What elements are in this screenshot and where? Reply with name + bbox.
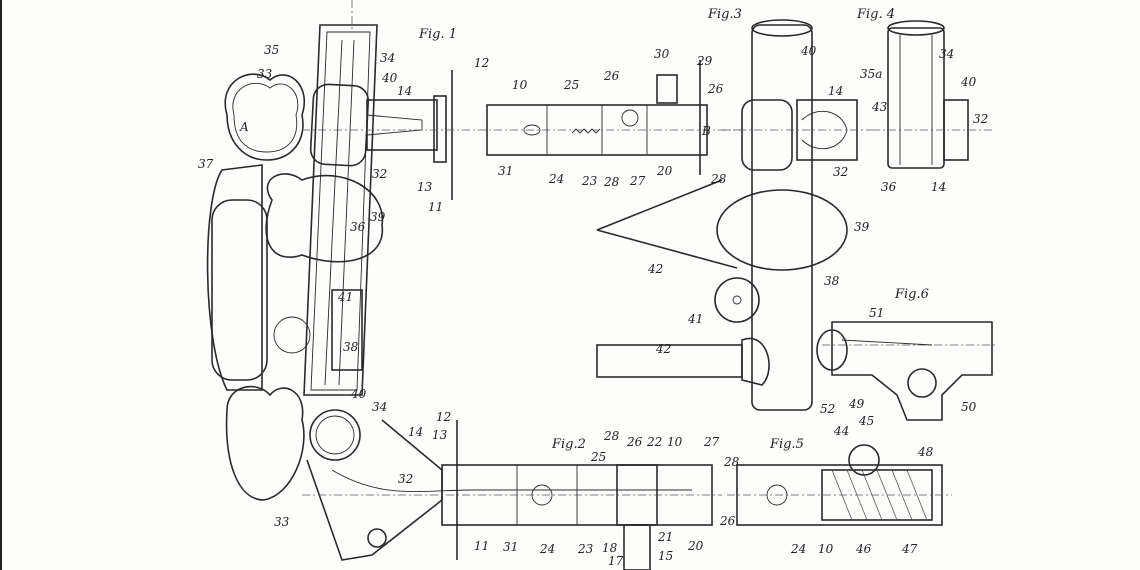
- ref-label: 23: [577, 542, 594, 556]
- ref-label: 29: [696, 54, 713, 68]
- ref-label: 35: [264, 43, 279, 57]
- ref-label: 11: [474, 539, 489, 553]
- ref-label: 50: [961, 400, 977, 414]
- ref-label: 26: [707, 82, 724, 96]
- ref-label: 24: [539, 542, 555, 556]
- ref-label: 40: [800, 44, 817, 58]
- ref-label: 25: [563, 78, 579, 92]
- ref-label: 34: [380, 51, 395, 65]
- ref-label: 13: [432, 428, 448, 442]
- ref-label: 42: [647, 262, 663, 276]
- ref-label: 35a: [860, 67, 882, 81]
- ref-label: 39: [370, 210, 386, 224]
- ref-label: 33: [257, 67, 273, 81]
- ref-label: 14: [931, 180, 946, 194]
- ref-label: 13: [417, 180, 433, 194]
- fig3-title: Fig.3: [707, 7, 742, 22]
- ref-label: B: [701, 124, 711, 138]
- ref-label: 28: [710, 172, 727, 186]
- ref-label: 28: [723, 455, 740, 469]
- ref-label: 40: [960, 75, 977, 89]
- ref-label: 39: [854, 220, 870, 234]
- ref-label: 17: [608, 554, 624, 568]
- ref-label: 20: [656, 164, 673, 178]
- fig3-reference-numerals: 40 14 32 39 42 38 41 42: [647, 44, 870, 356]
- ref-label: 38: [343, 340, 359, 354]
- ref-label: 26: [603, 69, 620, 83]
- fig4-drawing: [872, 20, 992, 169]
- ref-label: 14: [397, 84, 412, 98]
- ref-label: 18: [602, 541, 618, 555]
- ref-label: 24: [790, 542, 806, 556]
- ref-label: 12: [474, 56, 489, 70]
- ref-label: 34: [939, 47, 954, 61]
- fig4-title: Fig. 4: [856, 7, 895, 22]
- ref-label: 45: [858, 414, 874, 428]
- ref-label: 32: [372, 167, 387, 181]
- fig2-title: Fig.2: [551, 437, 586, 452]
- ref-label: 11: [428, 200, 443, 214]
- ref-label: 34: [372, 400, 387, 414]
- ref-label: 26: [719, 514, 736, 528]
- ref-label: 32: [973, 112, 988, 126]
- ref-label: 31: [503, 540, 518, 554]
- ref-label: 38: [824, 274, 840, 288]
- ref-label: 48: [917, 445, 934, 459]
- ref-label: 47: [901, 542, 918, 556]
- fig6-title: Fig.6: [894, 287, 929, 302]
- ref-label: 41: [687, 312, 703, 326]
- ref-label: 36: [350, 220, 366, 234]
- ref-label: 28: [603, 175, 620, 189]
- ref-label: 49: [848, 397, 865, 411]
- ref-label: 12: [436, 410, 451, 424]
- ref-label: 40: [381, 71, 398, 85]
- ref-label: 10: [667, 435, 683, 449]
- fig5-drawing: [727, 444, 952, 526]
- ref-label: 52: [820, 402, 835, 416]
- ref-label: 26: [626, 435, 643, 449]
- ref-label: 25: [590, 450, 606, 464]
- fig4-reference-numerals: 34 35a 40 43 32 36 14: [860, 47, 988, 194]
- ref-label: 14: [408, 425, 423, 439]
- ref-label: 32: [833, 165, 848, 179]
- fig1-drawing: [206, 0, 742, 501]
- fig6-reference-numerals: 51 52 49 50: [820, 306, 977, 416]
- ref-label: 10: [818, 542, 834, 556]
- ref-label: 37: [198, 157, 214, 171]
- ref-label: 33: [274, 515, 290, 529]
- ref-label: 10: [512, 78, 528, 92]
- fig1-title: Fig. 1: [418, 27, 457, 42]
- ref-label: 42: [655, 342, 671, 356]
- ref-label: 14: [828, 84, 843, 98]
- ref-label: 32: [398, 472, 413, 486]
- ref-label: 43: [871, 100, 888, 114]
- ref-label: 30: [654, 47, 670, 61]
- ref-label: 20: [687, 539, 704, 553]
- ref-label: 24: [548, 172, 564, 186]
- fig5-title: Fig.5: [769, 437, 804, 452]
- ref-label: 44: [833, 424, 849, 438]
- ref-label: 28: [603, 429, 620, 443]
- ref-label: 46: [855, 542, 872, 556]
- ref-label: 36: [881, 180, 897, 194]
- ref-label: 27: [703, 435, 720, 449]
- fig2-drawing: [302, 409, 722, 570]
- fig2-reference-numerals: 40 34 14 12 13 32 33 11 31 24 23 18 17 1…: [274, 387, 740, 568]
- fig6-drawing: [816, 321, 997, 421]
- fig3-drawing: [596, 19, 872, 411]
- ref-label: 27: [629, 174, 646, 188]
- ref-label: 41: [337, 290, 353, 304]
- ref-label: 40: [350, 387, 367, 401]
- fig5-reference-numerals: 44 45 48 24 10 46 47: [790, 414, 934, 556]
- ref-label: 22: [646, 435, 662, 449]
- ref-label: A: [239, 120, 249, 134]
- ref-label: 15: [658, 549, 673, 563]
- ref-label: 51: [869, 306, 884, 320]
- ref-label: 21: [657, 530, 673, 544]
- fig1-reference-numerals: 35 34 33 40 14 12 10 25 26 30 29 26 B A …: [198, 43, 727, 354]
- ref-label: 31: [498, 164, 513, 178]
- ref-label: 23: [581, 174, 598, 188]
